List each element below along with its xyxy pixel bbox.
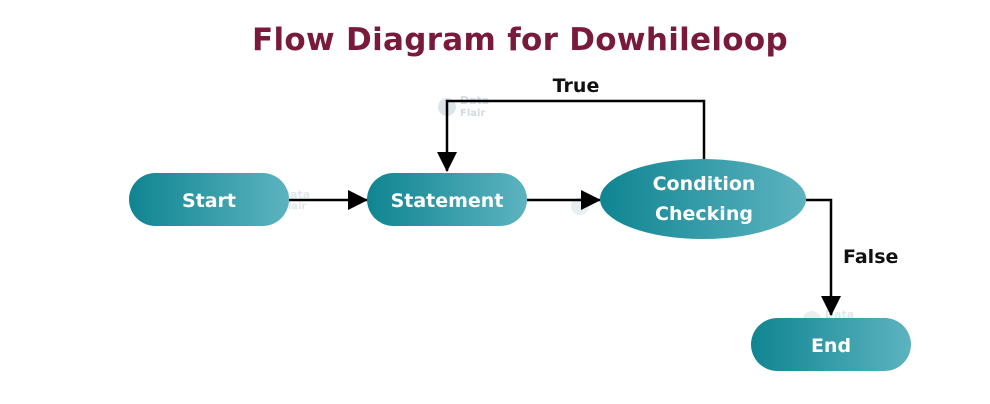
watermark-text: Flair (460, 108, 485, 119)
edge-condition-false-to-end (806, 198, 841, 316)
edge-label-true: True (553, 75, 600, 97)
node-end: End (751, 318, 911, 371)
node-condition-checking: Condition Checking (600, 159, 806, 239)
node-statement-label: Statement (391, 190, 504, 212)
node-statement: Statement (367, 173, 527, 226)
watermark-text: Flair (281, 201, 306, 212)
node-condition-label-line2: Checking (655, 203, 753, 225)
node-start-label: Start (182, 190, 236, 212)
edge-condition-true-loop (437, 99, 706, 172)
node-condition-label-line1: Condition (653, 173, 756, 195)
diagram-title: Flow Diagram for Dowhileloop (252, 22, 788, 58)
node-end-label: End (811, 335, 851, 357)
edge-label-false: False (843, 246, 898, 268)
node-start: Start (129, 173, 289, 226)
watermark-logo: Data Flair (438, 94, 489, 119)
